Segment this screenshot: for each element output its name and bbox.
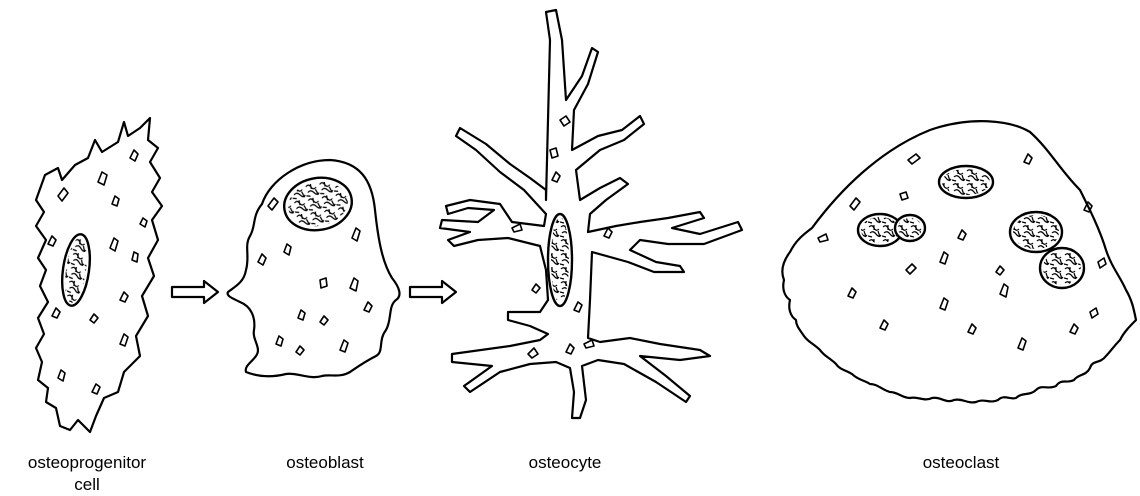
osteocyte [440,10,742,418]
osteocyte-chromatin [551,217,569,303]
osteoblast [228,160,400,377]
label-osteoblast: osteoblast [250,452,400,474]
osteocyte-cell-body [440,10,742,418]
label-osteoclast: osteoclast [886,452,1036,474]
osteoprogenitor-cell-body [36,118,162,432]
label-osteoprogenitor-line-2: cell [0,474,174,496]
osteoprogenitor-cell [36,118,162,432]
label-osteoprogenitor-line-1: osteoprogenitor [0,452,174,474]
arrow-1 [172,281,218,303]
arrow-2 [410,281,456,303]
label-osteoprogenitor-cell: osteoprogenitor cell [0,452,174,496]
label-osteocyte: osteocyte [490,452,640,474]
osteoclast [782,121,1136,402]
